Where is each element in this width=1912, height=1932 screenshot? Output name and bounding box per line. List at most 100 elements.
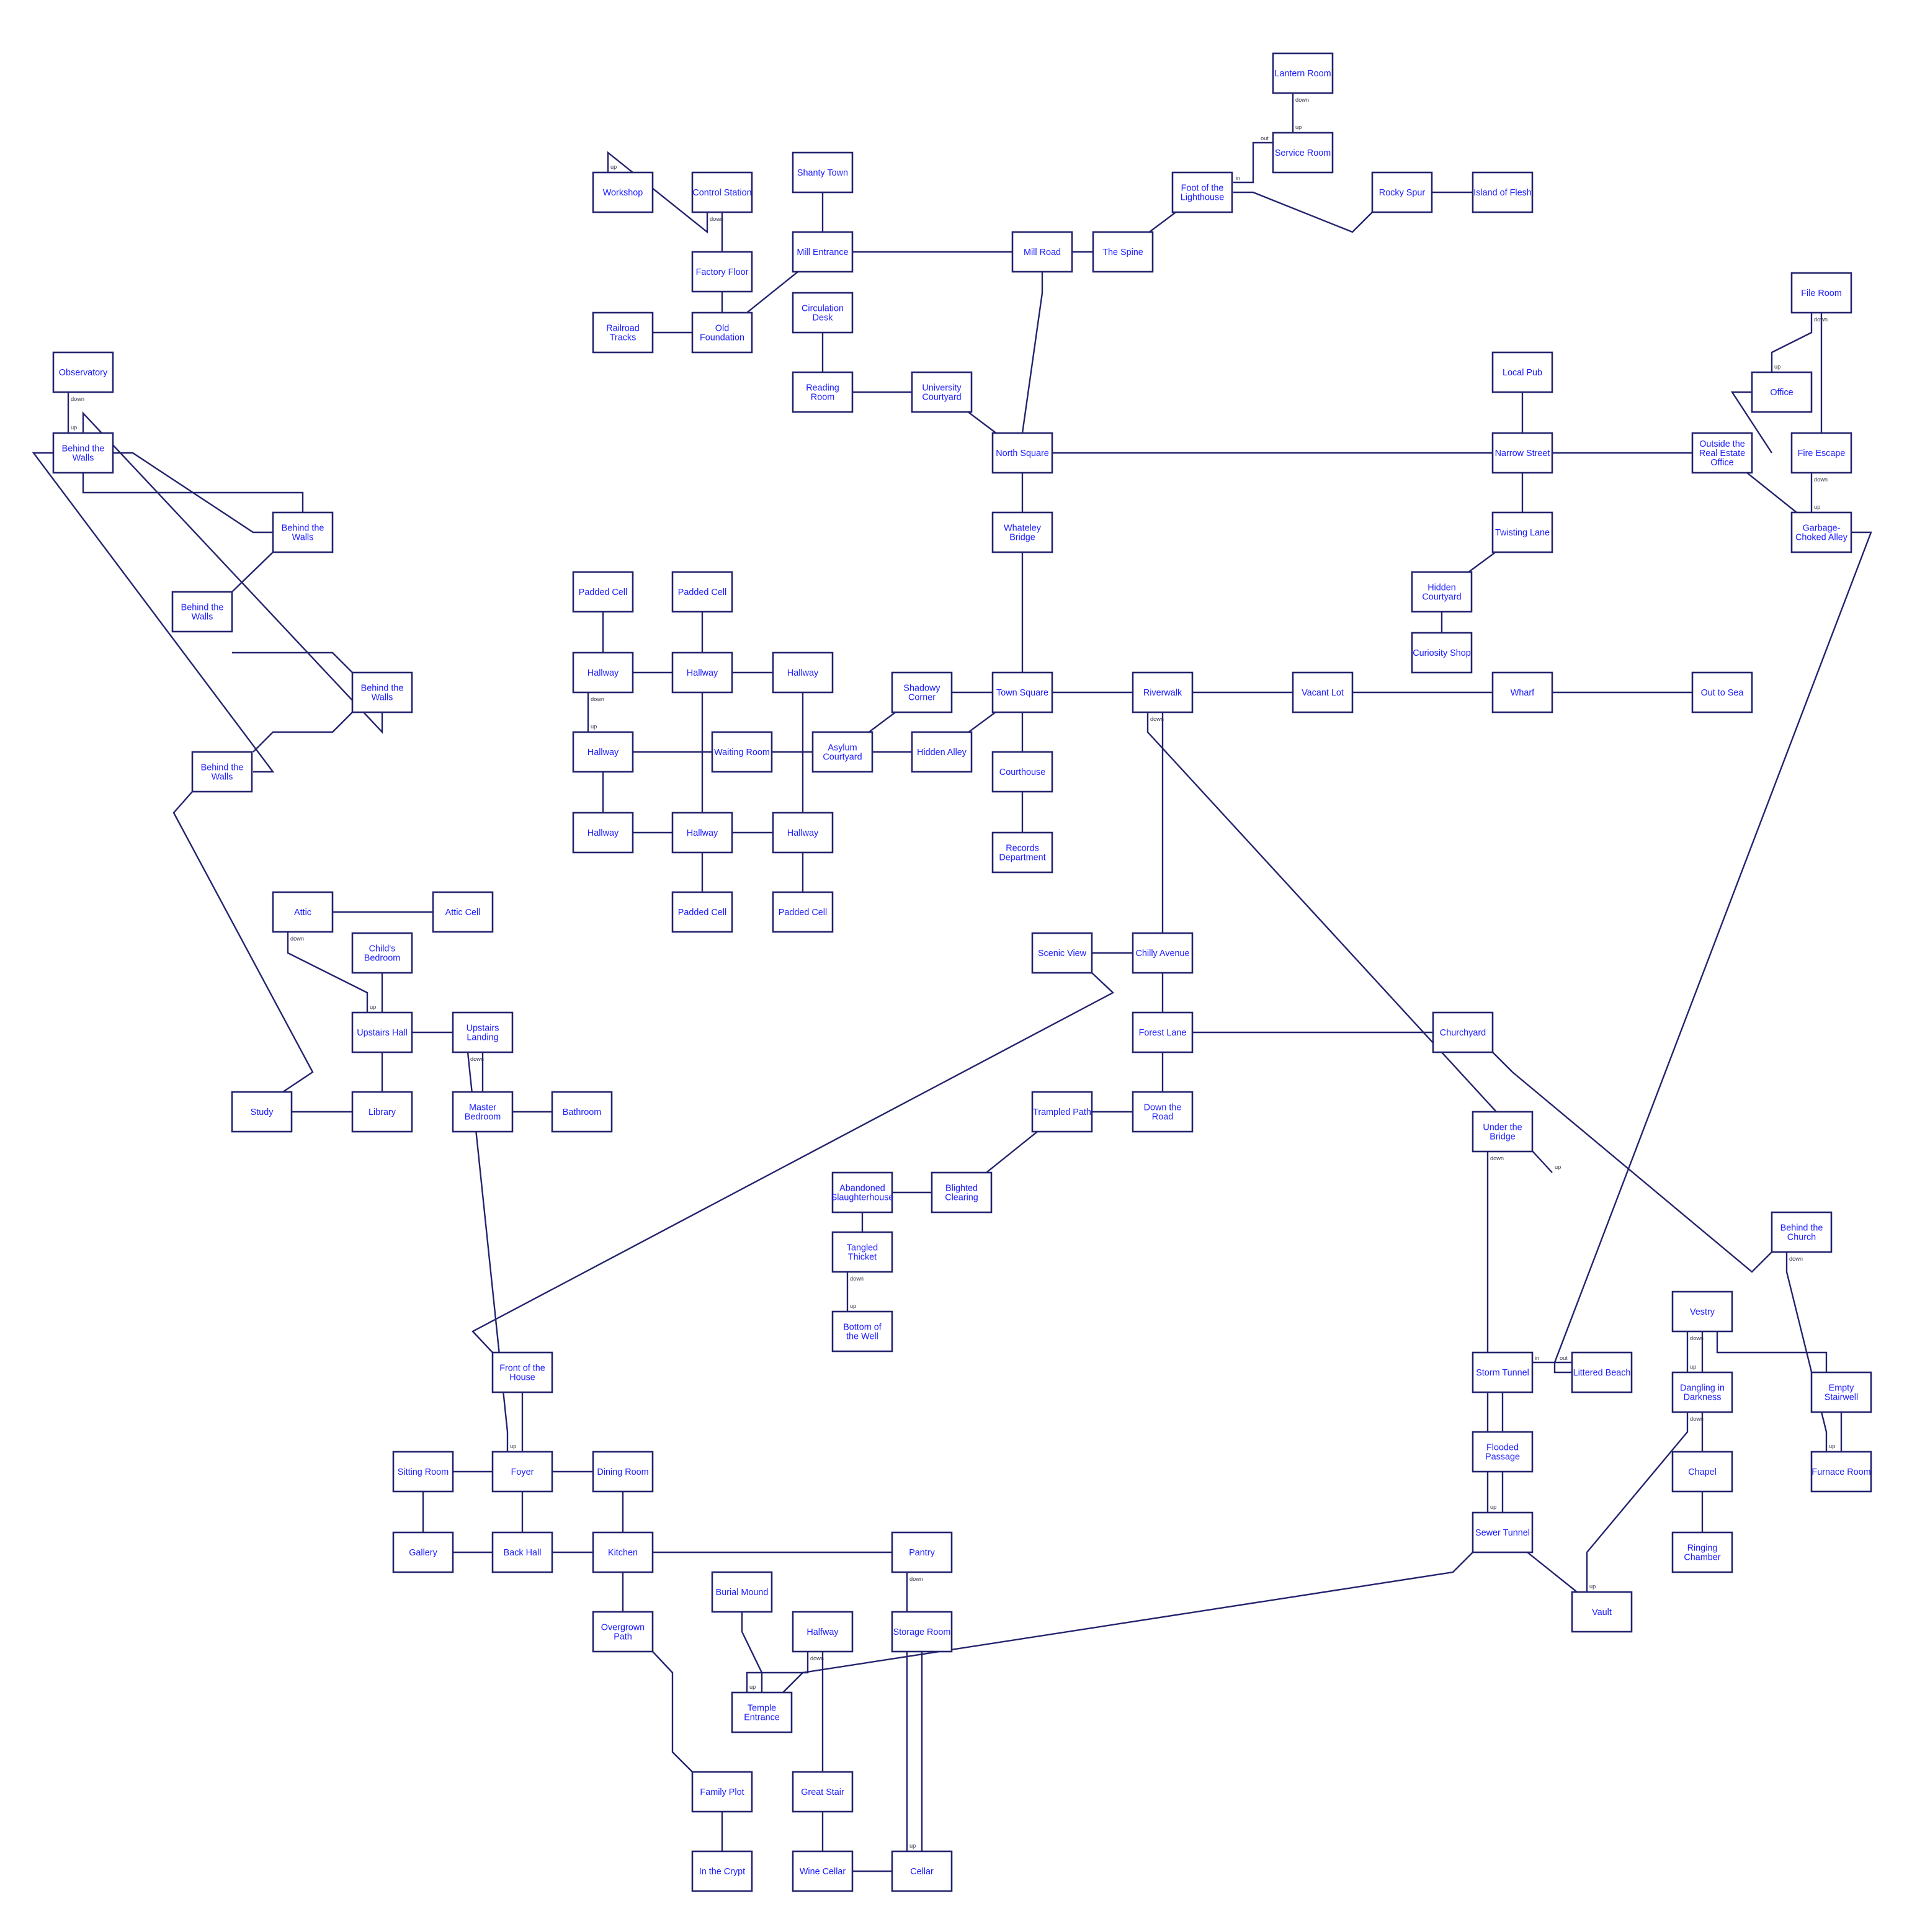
room-h3[interactable]: Hallway bbox=[772, 651, 834, 694]
room-waiting[interactable]: Waiting Room bbox=[711, 731, 773, 773]
room-bathroom[interactable]: Bathroom bbox=[551, 1091, 613, 1133]
room-sewer[interactable]: Sewer Tunnel bbox=[1472, 1511, 1534, 1554]
room-office[interactable]: Office bbox=[1751, 371, 1813, 413]
room-crypt[interactable]: In the Crypt bbox=[691, 1850, 753, 1892]
room-h9[interactable]: Hallway bbox=[772, 812, 834, 854]
room-vacant[interactable]: Vacant Lot bbox=[1292, 671, 1354, 713]
room-library[interactable]: Library bbox=[351, 1091, 413, 1133]
room-workshop[interactable]: Workshop bbox=[592, 171, 654, 213]
room-vestry[interactable]: Vestry bbox=[1671, 1290, 1733, 1333]
room-pc1[interactable]: Padded Cell bbox=[572, 571, 634, 613]
room-island[interactable]: Island of Flesh bbox=[1472, 171, 1534, 213]
room-storage[interactable]: Storage Room bbox=[891, 1611, 953, 1653]
room-court[interactable]: Courthouse bbox=[991, 751, 1053, 793]
room-study[interactable]: Study bbox=[231, 1091, 293, 1133]
room-service[interactable]: Service Room bbox=[1272, 132, 1334, 174]
room-millent[interactable]: Mill Entrance bbox=[792, 231, 854, 273]
room-narrow[interactable]: Narrow Street bbox=[1491, 432, 1553, 474]
room-riverwalk[interactable]: Riverwalk bbox=[1132, 671, 1194, 713]
room-twisting[interactable]: Twisting Lane bbox=[1491, 511, 1553, 553]
room-attic[interactable]: Attic bbox=[272, 891, 334, 933]
room-trampled[interactable]: Trampled Path bbox=[1031, 1091, 1093, 1133]
room-scenic[interactable]: Scenic View bbox=[1031, 932, 1093, 974]
room-h1[interactable]: Hallway bbox=[572, 651, 634, 694]
room-littered[interactable]: Littered Beach bbox=[1571, 1351, 1633, 1393]
room-chilly[interactable]: Chilly Avenue bbox=[1132, 932, 1194, 974]
room-sitting[interactable]: Sitting Room bbox=[392, 1451, 454, 1493]
room-burial[interactable]: Burial Mound bbox=[711, 1571, 773, 1613]
room-churchyard[interactable]: Churchyard bbox=[1432, 1011, 1494, 1053]
room-storm[interactable]: Storm Tunnel bbox=[1472, 1351, 1534, 1393]
room-greatstair[interactable]: Great Stair bbox=[792, 1771, 854, 1813]
room-shanty[interactable]: Shanty Town bbox=[792, 151, 854, 194]
room-northsq[interactable]: North Square bbox=[991, 432, 1053, 474]
room-foyer[interactable]: Foyer bbox=[491, 1451, 553, 1493]
room-lantern[interactable]: Lantern Room bbox=[1272, 52, 1334, 94]
room-garbage[interactable]: Garbage-Choked Alley bbox=[1790, 511, 1852, 553]
room-curio[interactable]: Curiosity Shop bbox=[1411, 632, 1473, 674]
room-spine[interactable]: The Spine bbox=[1092, 231, 1154, 273]
room-h4[interactable]: Hallway bbox=[572, 731, 634, 773]
room-h2[interactable]: Hallway bbox=[671, 651, 733, 694]
room-vault[interactable]: Vault bbox=[1571, 1591, 1633, 1633]
room-rocky[interactable]: Rocky Spur bbox=[1371, 171, 1433, 213]
room-pc2[interactable]: Padded Cell bbox=[671, 571, 733, 613]
room-pc4[interactable]: Padded Cell bbox=[772, 891, 834, 933]
room-kitchen[interactable]: Kitchen bbox=[592, 1531, 654, 1573]
room-familyplot[interactable]: Family Plot bbox=[691, 1771, 753, 1813]
room-winecellar[interactable]: Wine Cellar bbox=[792, 1850, 854, 1892]
room-hidalley[interactable]: Hidden Alley bbox=[911, 731, 973, 773]
room-sea[interactable]: Out to Sea bbox=[1691, 671, 1753, 713]
room-fileroom[interactable]: File Room bbox=[1790, 272, 1852, 314]
room-backhall[interactable]: Back Hall bbox=[491, 1531, 553, 1573]
room-millroad[interactable]: Mill Road bbox=[1011, 231, 1073, 273]
room-chapel[interactable]: Chapel bbox=[1671, 1451, 1733, 1493]
room-pc3[interactable]: Padded Cell bbox=[671, 891, 733, 933]
room-wharf[interactable]: Wharf bbox=[1491, 671, 1553, 713]
room-observ[interactable]: Observatory bbox=[52, 351, 114, 393]
room-forest[interactable]: Forest Lane bbox=[1132, 1011, 1194, 1053]
room-factory[interactable]: Factory Floor bbox=[691, 251, 753, 293]
room-fireesc[interactable]: Fire Escape bbox=[1790, 432, 1852, 474]
room-h7[interactable]: Hallway bbox=[572, 812, 634, 854]
room-gallery[interactable]: Gallery bbox=[392, 1531, 454, 1573]
room-control[interactable]: Control Station bbox=[691, 171, 753, 213]
room-cellar[interactable]: Cellar bbox=[891, 1850, 953, 1892]
room-dining[interactable]: Dining Room bbox=[592, 1451, 654, 1493]
room-h8[interactable]: Hallway bbox=[671, 812, 733, 854]
room-townsq[interactable]: Town Square bbox=[991, 671, 1053, 713]
